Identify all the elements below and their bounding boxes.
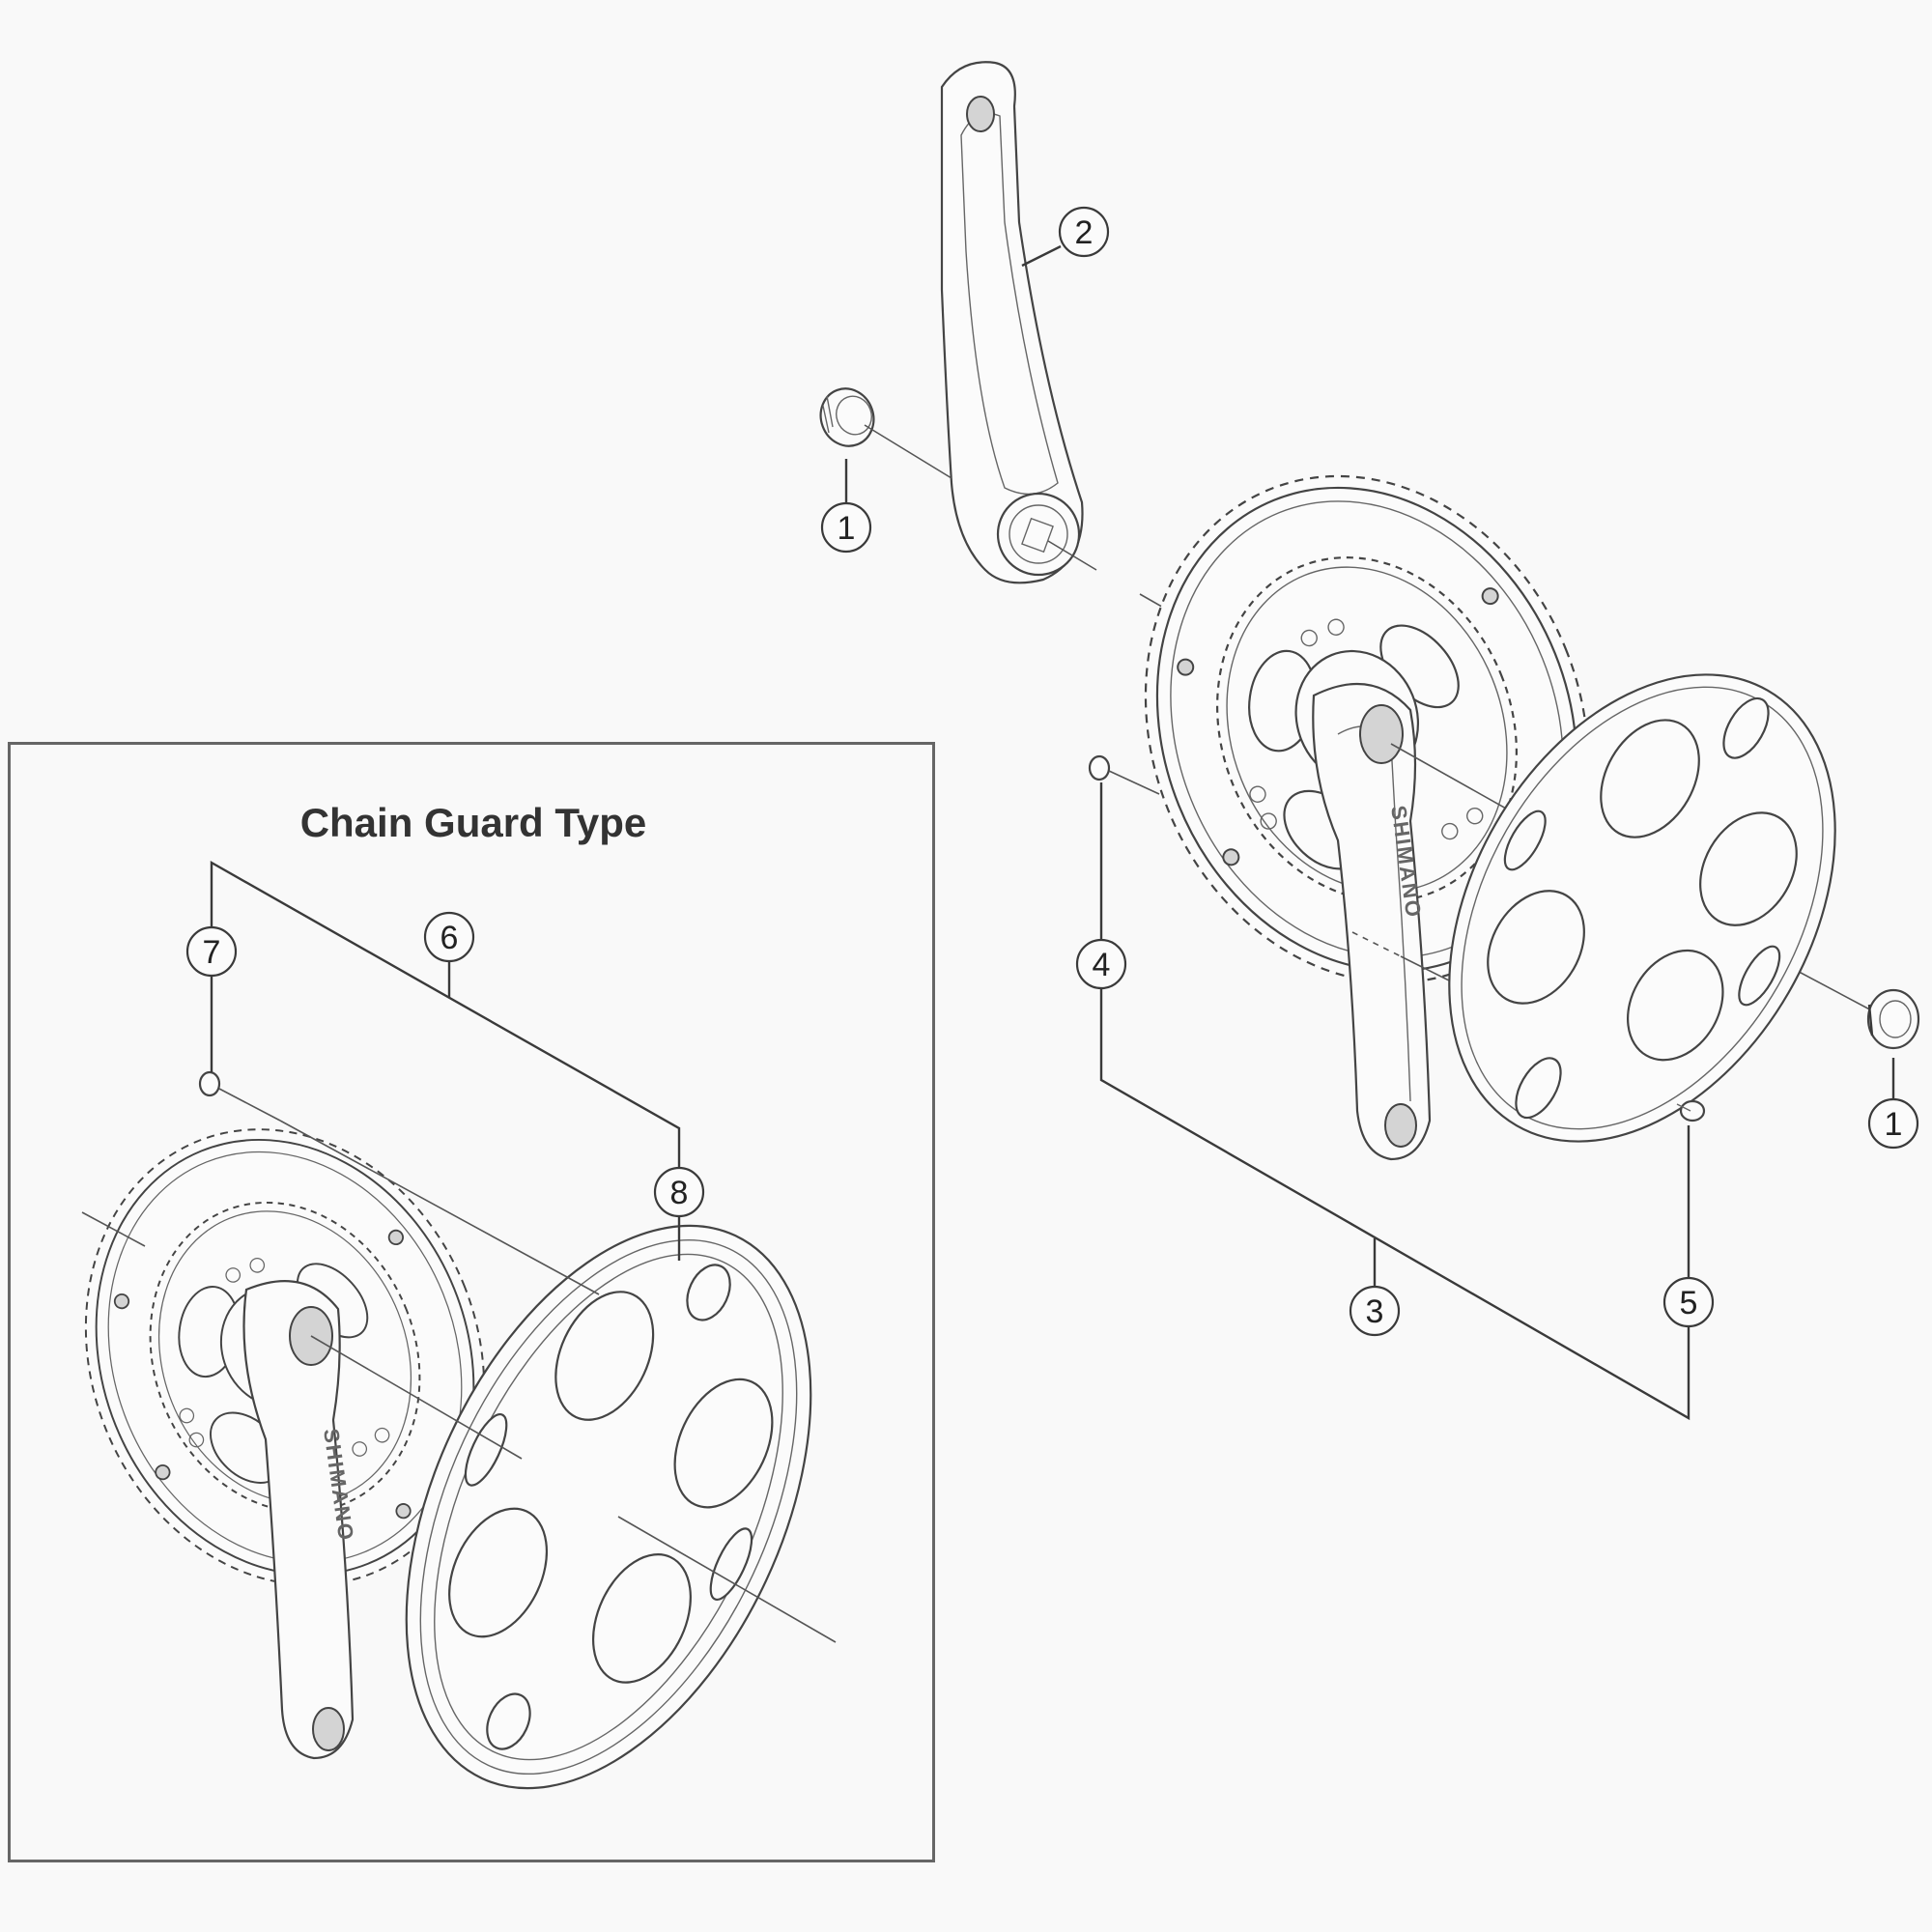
chain-guard-bolt-part-5[interactable] xyxy=(1676,1099,1706,1122)
chain-guard-disc[interactable] xyxy=(1370,606,1914,1209)
inset-chainring-bolt-part-7[interactable] xyxy=(198,1070,281,1122)
inset-chain-guard-part-8[interactable] xyxy=(325,1162,893,1852)
svg-text:4: 4 xyxy=(1093,947,1111,983)
fixing-bolt-right-part-1[interactable] xyxy=(1866,988,1920,1050)
fixing-bolt-left-part-1[interactable] xyxy=(812,382,881,454)
square-taper-socket xyxy=(1021,517,1054,554)
svg-text:1: 1 xyxy=(838,510,856,547)
callout-4[interactable]: 4 xyxy=(1075,938,1127,990)
callout-6[interactable]: 6 xyxy=(423,911,475,963)
left-crank-arm-part-2[interactable] xyxy=(940,61,1084,584)
chain-guard-type-inset-frame xyxy=(8,742,935,1862)
callout-8[interactable]: 8 xyxy=(653,1166,705,1218)
callout-5[interactable]: 5 xyxy=(1662,1276,1715,1328)
spindle-bore xyxy=(1359,704,1404,764)
hidden-axis-line xyxy=(1351,931,1402,957)
svg-text:2: 2 xyxy=(1075,214,1094,251)
svg-text:3: 3 xyxy=(1366,1293,1384,1330)
bracket-3 xyxy=(1099,988,1690,1421)
svg-text:1: 1 xyxy=(1885,1106,1903,1143)
svg-text:6: 6 xyxy=(440,920,459,956)
inset-title: Chain Guard Type xyxy=(299,800,647,845)
chainring-bolt-part-4[interactable] xyxy=(1088,754,1160,795)
svg-text:7: 7 xyxy=(203,934,221,971)
assembly-axis-line xyxy=(864,424,952,479)
callout-1-left[interactable]: 1 xyxy=(820,501,872,554)
svg-text:5: 5 xyxy=(1680,1285,1698,1321)
pedal-hole xyxy=(966,96,995,132)
inset-crank-arm[interactable]: SHIMANO xyxy=(242,1279,359,1760)
callout-7[interactable]: 7 xyxy=(185,925,238,978)
callout-1-right[interactable]: 1 xyxy=(1867,1097,1919,1150)
svg-text:8: 8 xyxy=(670,1175,689,1211)
pedal-hole xyxy=(312,1707,345,1751)
callout-2[interactable]: 2 xyxy=(1058,206,1110,258)
bracket-6 xyxy=(210,860,681,1168)
leader-line-2 xyxy=(1021,244,1062,268)
pedal-hole xyxy=(1384,1103,1417,1148)
callout-3[interactable]: 3 xyxy=(1349,1285,1401,1337)
